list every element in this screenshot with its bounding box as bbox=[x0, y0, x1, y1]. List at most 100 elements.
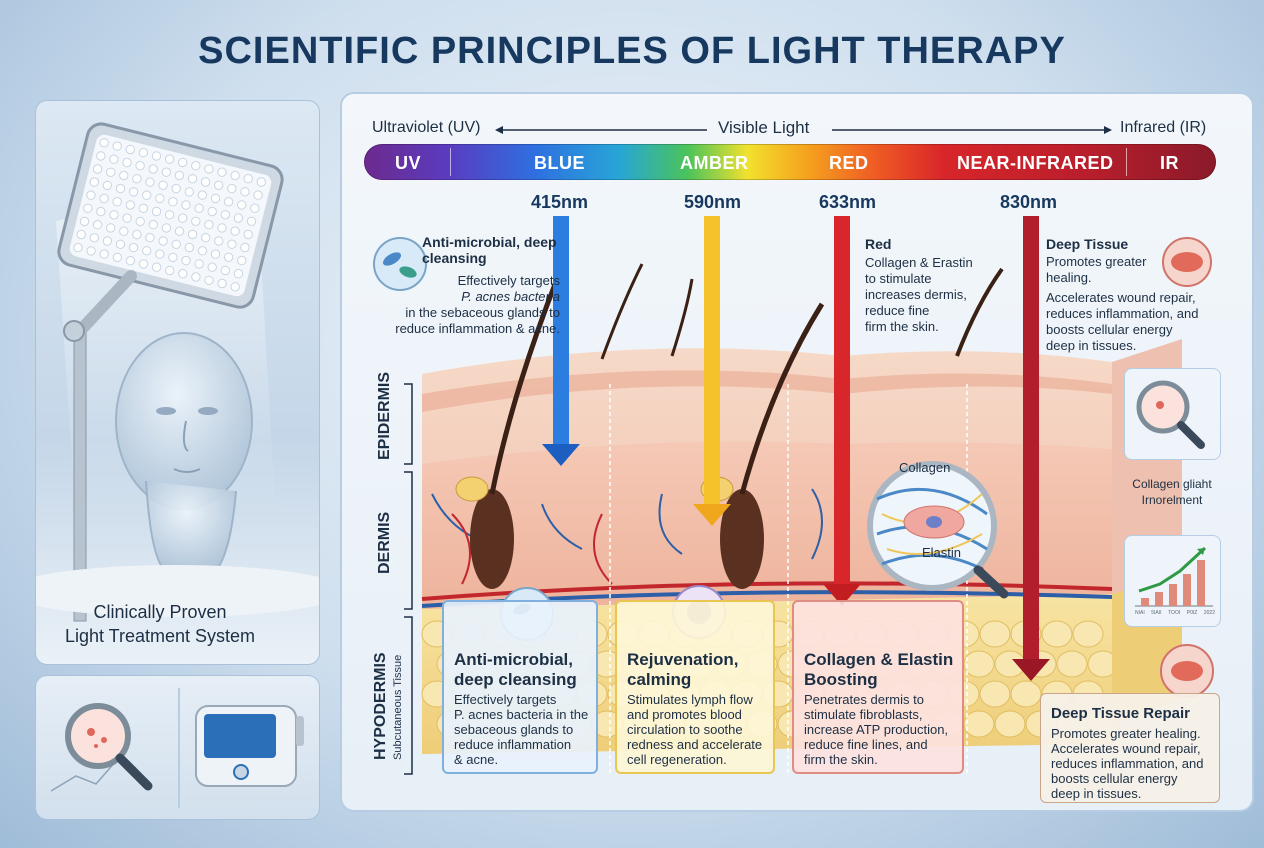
elastin-label: Elastin bbox=[922, 545, 962, 560]
card-blue-title-line-1: Anti-microbial, bbox=[454, 650, 574, 669]
led-dot bbox=[240, 242, 250, 253]
card-red-title-line-2: Boosting bbox=[804, 670, 878, 689]
led-dot bbox=[135, 216, 145, 227]
led-dot bbox=[92, 220, 103, 230]
blue-note-line-2: P. acnes bacteria bbox=[461, 289, 560, 304]
card-amber-body-line: Stimulates lymph flow bbox=[627, 692, 753, 707]
led-dot bbox=[106, 167, 116, 178]
led-dot bbox=[119, 226, 129, 236]
led-dot bbox=[158, 236, 168, 246]
accessory-illustrations bbox=[50, 688, 304, 808]
card-red: Collagen & Elastin Boosting Penetrates d… bbox=[792, 600, 964, 774]
led-dot bbox=[161, 223, 172, 233]
collagen-magnifier bbox=[867, 461, 1009, 599]
led-dot bbox=[96, 151, 106, 161]
fat-cell bbox=[1056, 650, 1088, 678]
card-nir-body-line: boosts cellular energy bbox=[1051, 771, 1178, 786]
card-blue-body: Effectively targets P. acnes bacteria in… bbox=[454, 692, 588, 767]
card-red-title-line-1: Collagen & Elastin bbox=[804, 650, 954, 669]
led-dot bbox=[106, 223, 116, 233]
wavelength-590: 590nm bbox=[684, 192, 742, 212]
collagen-improvement-label: Collagen gliaht Irnorelment bbox=[1118, 476, 1226, 508]
card-amber-title-line-2: calming bbox=[627, 670, 692, 689]
led-dot bbox=[168, 252, 178, 263]
led-dot bbox=[174, 226, 185, 236]
card-amber-body: Stimulates lymph flow and promotes blood… bbox=[627, 692, 762, 767]
red-note-line-5: firm the skin. bbox=[865, 319, 939, 334]
growth-chart-box: NIAI 5IAII TOOI P0IZ 2022 bbox=[1124, 535, 1221, 627]
led-dot bbox=[223, 197, 234, 207]
wavelength-415: 415nm bbox=[531, 192, 589, 212]
led-dot bbox=[220, 210, 231, 220]
led-dot bbox=[112, 141, 122, 151]
visible-light-label: Visible Light bbox=[718, 118, 810, 137]
led-dot bbox=[194, 259, 204, 269]
led-dot bbox=[128, 187, 139, 197]
card-blue-body-line: P. acnes bacteria in the bbox=[454, 707, 589, 722]
card-nir-title: Deep Tissue Repair bbox=[1051, 705, 1190, 722]
led-dot bbox=[178, 157, 188, 168]
led-dot bbox=[86, 190, 96, 200]
led-dot bbox=[217, 278, 227, 289]
nir-note-line-3: Accelerates wound repair, bbox=[1046, 290, 1196, 305]
card-amber-body-line: cell regeneration. bbox=[627, 752, 727, 767]
led-grid bbox=[73, 138, 267, 292]
led-dot bbox=[171, 239, 181, 250]
card-nir-body-line: reduces inflammation, and bbox=[1051, 756, 1204, 771]
card-blue-title-line-2: deep cleansing bbox=[454, 670, 577, 689]
led-dot bbox=[119, 170, 129, 181]
led-dot bbox=[210, 193, 221, 204]
nir-note-line-2: healing. bbox=[1046, 270, 1092, 285]
ir-range-label: Infrared (IR) bbox=[1120, 119, 1207, 136]
nir-note-line-4: reduces inflammation, and bbox=[1046, 306, 1199, 321]
arrow-right-line bbox=[832, 126, 1112, 134]
collagen-improvement-line-1: Collagen gliaht bbox=[1132, 477, 1212, 491]
led-dot bbox=[155, 249, 165, 259]
layer-dermis: DERMIS bbox=[376, 511, 393, 574]
led-dot bbox=[201, 233, 211, 243]
card-red-body-line: stimulate fibroblasts, bbox=[804, 707, 923, 722]
fat-cell bbox=[979, 620, 1011, 648]
led-dot bbox=[207, 262, 217, 272]
led-dot bbox=[178, 269, 188, 279]
band-amber: AMBER bbox=[680, 153, 749, 173]
led-dot bbox=[151, 151, 162, 161]
collagen-improvement-line-2: Irnorelment bbox=[1141, 493, 1203, 507]
led-dot bbox=[76, 229, 86, 240]
nir-note-line-6: deep in tissues. bbox=[1046, 338, 1137, 353]
led-dot bbox=[125, 144, 136, 155]
led-dot bbox=[138, 203, 149, 214]
red-note-line-1: Collagen & Erastin bbox=[865, 255, 973, 270]
card-blue-title: Anti-microbial, deep cleansing bbox=[454, 650, 577, 690]
accessory-panel bbox=[35, 675, 320, 820]
led-dot bbox=[155, 193, 165, 204]
led-dot bbox=[217, 167, 227, 177]
led-dot bbox=[250, 203, 260, 213]
led-dot bbox=[115, 239, 126, 250]
led-dot bbox=[187, 229, 198, 240]
led-dot bbox=[151, 262, 162, 272]
fat-cell bbox=[979, 680, 1011, 708]
led-dot bbox=[102, 180, 113, 191]
led-dot bbox=[200, 177, 211, 187]
card-amber-title: Rejuvenation, calming bbox=[627, 650, 738, 690]
led-dot bbox=[181, 255, 191, 266]
led-dot bbox=[102, 236, 113, 246]
led-dot bbox=[230, 170, 240, 181]
card-red-body-line: increase ATP production, bbox=[804, 722, 949, 737]
led-dot bbox=[204, 219, 214, 230]
led-dot bbox=[112, 197, 122, 207]
led-dot bbox=[125, 256, 136, 266]
led-dot bbox=[230, 282, 240, 292]
led-dot bbox=[86, 246, 96, 256]
led-dot bbox=[135, 160, 145, 171]
uv-range-label: Ultraviolet (UV) bbox=[372, 119, 481, 136]
card-red-body: Penetrates dermis to stimulate fibroblas… bbox=[804, 692, 948, 767]
fat-cell bbox=[963, 710, 995, 738]
light-spectrum-bar bbox=[364, 144, 1216, 180]
page-title: SCIENTIFIC PRINCIPLES OF LIGHT THERAPY bbox=[198, 30, 1066, 72]
nir-light-arrow bbox=[1012, 216, 1050, 681]
red-light-arrow bbox=[823, 216, 861, 606]
fat-cell bbox=[994, 710, 1026, 738]
led-dot bbox=[132, 229, 142, 240]
